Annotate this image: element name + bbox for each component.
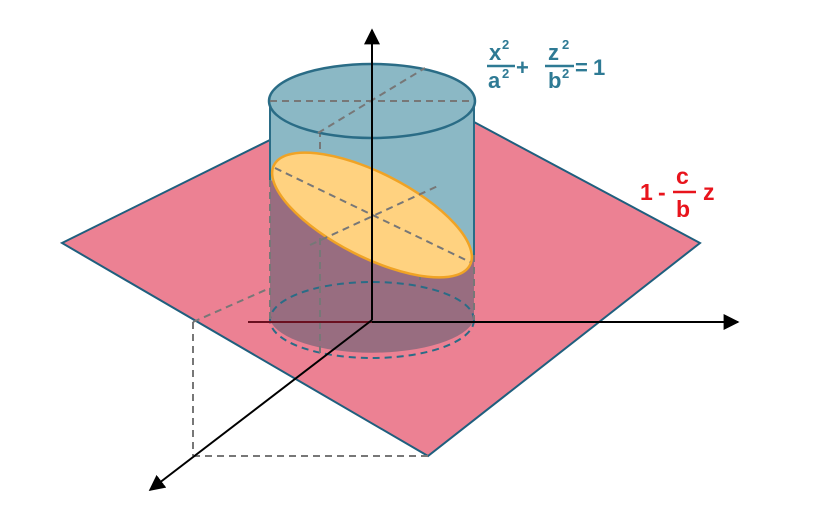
eq-plus: + [516, 55, 529, 80]
eq-b-exp: 2 [562, 66, 569, 81]
plane-one: 1 [640, 179, 653, 205]
eq-rhs: 1 [593, 55, 605, 80]
plane-c: c [676, 163, 689, 189]
plane-z: z [703, 179, 715, 205]
eq-x: x [489, 40, 502, 65]
eq-x-exp: 2 [502, 37, 509, 52]
eq-z-exp: 2 [562, 37, 569, 52]
plane-minus: - [658, 179, 666, 205]
eq-z: z [548, 40, 559, 65]
cylinder-equation-label: x 2 a 2 + z 2 b 2 = 1 [487, 37, 605, 93]
eq-a-exp: 2 [502, 66, 509, 81]
plane-equation-label: 1 - c b z [640, 163, 715, 222]
eq-b: b [548, 68, 561, 93]
eq-equals: = [575, 55, 588, 80]
projection-dashed-lines [192, 287, 428, 457]
eq-a: a [488, 68, 501, 93]
y-axis [148, 319, 373, 491]
plane-b: b [676, 196, 690, 222]
